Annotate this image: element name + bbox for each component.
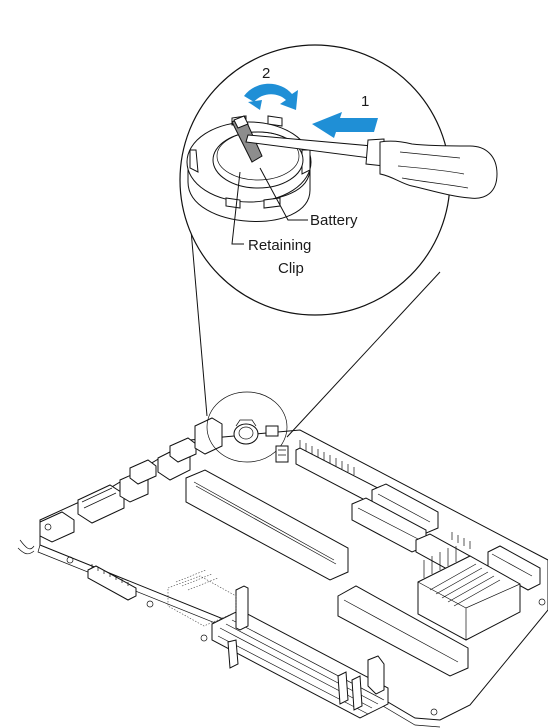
retaining-clip-label-line1: Retaining <box>248 237 311 254</box>
battery-holder <box>186 115 312 222</box>
screwdriver-icon <box>245 134 498 199</box>
retaining-clip-label-line2: Clip <box>278 260 304 277</box>
label-leaders <box>231 167 308 245</box>
step-2-number: 2 <box>262 65 270 82</box>
battery-label: Battery <box>310 212 358 229</box>
step-1-number: 1 <box>361 93 369 110</box>
push-arrow-icon <box>312 112 378 138</box>
system-board <box>17 391 548 728</box>
rotate-arrow-icon <box>244 83 298 110</box>
